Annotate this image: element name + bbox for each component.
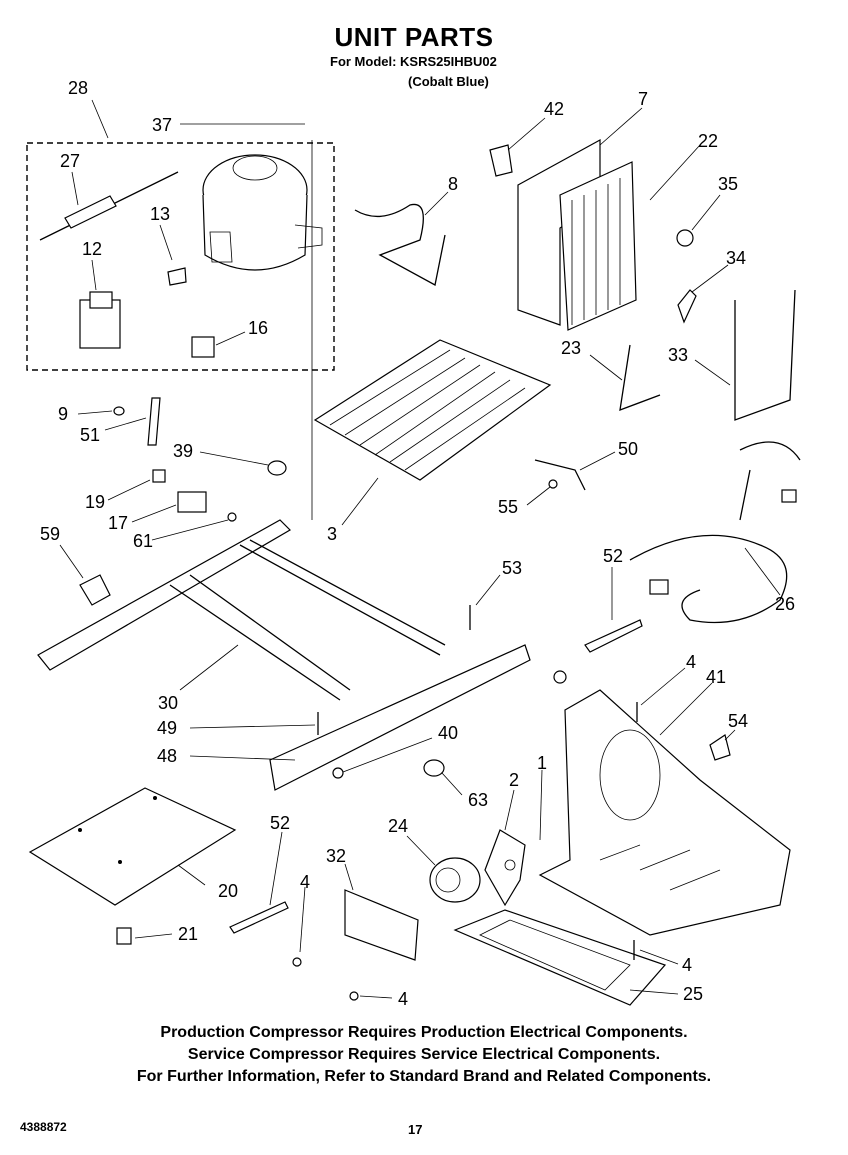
grommet-part <box>267 460 287 476</box>
callout-39: 39 <box>173 441 193 461</box>
callout-61: 61 <box>133 531 153 551</box>
callout-4d: 4 <box>398 989 408 1009</box>
callout-26: 26 <box>775 594 795 614</box>
callout-63: 63 <box>468 790 488 810</box>
note-service: Service Compressor Requires Service Elec… <box>187 1046 661 1063</box>
callout-7: 7 <box>638 89 648 109</box>
screw-part <box>548 479 558 489</box>
callout-50: 50 <box>618 439 638 459</box>
wire-harness-part <box>629 441 801 624</box>
callout-9: 9 <box>58 404 68 424</box>
callout-30: 30 <box>158 693 178 713</box>
bushing-part <box>423 759 445 777</box>
callout-59: 59 <box>40 524 60 544</box>
fan-blade-part <box>484 829 526 907</box>
callout-4b: 4 <box>300 872 310 892</box>
callout-52b: 52 <box>270 813 290 833</box>
screw-part <box>292 957 302 967</box>
sensor-part <box>39 171 179 241</box>
callout-40: 40 <box>438 723 458 743</box>
callout-51: 51 <box>80 425 100 445</box>
callout-24: 24 <box>388 816 408 836</box>
nut-part <box>553 670 567 684</box>
callout-23: 23 <box>561 338 581 358</box>
callout-4c: 4 <box>682 955 692 975</box>
condenser-part <box>313 339 552 481</box>
callout-19: 19 <box>85 492 105 512</box>
callout-41: 41 <box>706 667 726 687</box>
latch-part <box>79 574 111 606</box>
callout-13: 13 <box>150 204 170 224</box>
callout-42: 42 <box>544 99 564 119</box>
foot-part <box>116 927 132 945</box>
callout-20: 20 <box>218 881 238 901</box>
page-title: UNIT PARTS <box>334 22 494 52</box>
screw-part <box>349 991 359 1001</box>
insulation-pad-part <box>28 787 237 906</box>
hose-part <box>147 397 161 446</box>
callout-17: 17 <box>108 513 128 533</box>
callout-35: 35 <box>718 174 738 194</box>
leader-lines <box>59 99 781 999</box>
callout-22: 22 <box>698 131 718 151</box>
callout-25: 25 <box>683 984 703 1004</box>
model-variant: (Cobalt Blue) <box>408 74 489 89</box>
callout-labels: 28 37 27 13 12 16 42 7 22 8 35 34 23 33 … <box>40 78 795 1009</box>
model-number: For Model: KSRS25IHBU02 <box>330 54 497 69</box>
callout-2: 2 <box>509 770 519 790</box>
bushing-part <box>152 469 166 483</box>
rail-part <box>269 644 531 791</box>
note-further-info: For Further Information, Refer to Standa… <box>136 1068 712 1085</box>
callout-55: 55 <box>498 497 518 517</box>
callout-53: 53 <box>502 558 522 578</box>
callout-1: 1 <box>537 753 547 773</box>
callout-37: 37 <box>152 115 172 135</box>
drain-pan-part <box>453 909 667 1006</box>
relay-part <box>79 291 121 349</box>
evaporator-part <box>559 161 637 331</box>
screw-part <box>227 512 237 522</box>
document-number: 4388872 <box>20 1120 67 1134</box>
callout-33: 33 <box>668 345 688 365</box>
callout-16: 16 <box>248 318 268 338</box>
tie-strap-part <box>584 619 643 653</box>
plug-part <box>113 406 125 416</box>
callout-54: 54 <box>728 711 748 731</box>
fan-shroud-part <box>538 689 791 936</box>
tube-clip-part <box>534 459 586 491</box>
callout-48: 48 <box>157 746 177 766</box>
note-production: Production Compressor Requires Productio… <box>160 1024 688 1041</box>
motor-bracket-part <box>344 889 419 961</box>
callout-27: 27 <box>60 151 80 171</box>
callout-4a: 4 <box>686 652 696 672</box>
fan-motor-part <box>429 857 481 903</box>
callout-8: 8 <box>448 174 458 194</box>
drier-part <box>734 289 796 421</box>
tie-strap-part <box>229 901 289 934</box>
callout-12: 12 <box>82 239 102 259</box>
bracket-part <box>619 344 661 411</box>
nut-part <box>332 767 344 779</box>
callout-49: 49 <box>157 718 177 738</box>
callout-21: 21 <box>178 924 198 944</box>
frame-part <box>37 519 446 701</box>
page-number: 17 <box>408 1122 423 1137</box>
callout-34: 34 <box>726 248 746 268</box>
callout-52: 52 <box>603 546 623 566</box>
overload-part <box>191 336 215 358</box>
notes-block: Production Compressor Requires Productio… <box>0 1022 848 1088</box>
clamp-part <box>677 289 697 324</box>
thermistor-part <box>676 229 694 247</box>
callout-3: 3 <box>327 524 337 544</box>
capacitor-part <box>177 491 207 513</box>
connector-part <box>709 734 731 761</box>
tube-part <box>354 203 446 286</box>
callout-32: 32 <box>326 846 346 866</box>
compressor-part <box>202 140 323 520</box>
callout-28: 28 <box>68 78 88 98</box>
compressor-group-box <box>26 142 335 371</box>
clip-part <box>167 267 187 286</box>
